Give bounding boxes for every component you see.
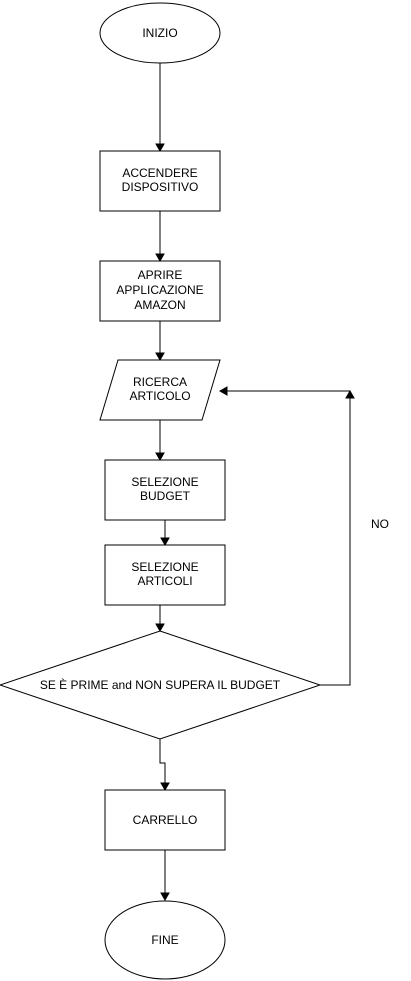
edge-start-to-power-on (155, 63, 165, 153)
budget-node[interactable]: SELEZIONE BUDGET (104, 459, 226, 521)
open-app-label-line-3: AMAZON (134, 298, 185, 312)
power-on-node[interactable]: ACCENDERE DISPOSITIVO (99, 150, 221, 212)
edge-open-app-to-search (155, 321, 165, 362)
edge-power-on-to-open-app (155, 211, 165, 263)
loop-no-label: NO (371, 517, 389, 531)
budget-label-line-2: BUDGET (140, 489, 191, 503)
start-node[interactable]: INIZIO (99, 2, 221, 64)
items-label-line-2: ARTICOLI (137, 574, 192, 588)
open-app-label-line-1: APRIRE (138, 268, 183, 282)
edge-items-to-decision (155, 605, 165, 633)
search-node[interactable]: RICERCA ARTICOLO (99, 359, 221, 421)
open-app-label-line-2: APPLICAZIONE (116, 283, 203, 297)
items-label-line-1: SELEZIONE (131, 560, 198, 574)
search-label-line-1: RICERCA (133, 375, 187, 389)
cart-node[interactable]: CARRELLO (104, 789, 226, 851)
start-label: INIZIO (142, 26, 177, 40)
end-label: FINE (151, 933, 178, 947)
decision-label: SE È PRIME and NON SUPERA IL BUDGET (40, 677, 281, 692)
edge-decision-to-cart (159, 739, 170, 792)
end-node[interactable]: FINE (104, 900, 226, 980)
items-node[interactable]: SELEZIONE ARTICOLI (104, 544, 226, 606)
decision-node[interactable]: SE È PRIME and NON SUPERA IL BUDGET (0, 630, 322, 740)
power-on-label-line-1: ACCENDERE (122, 166, 197, 180)
budget-label-line-1: SELEZIONE (131, 475, 198, 489)
edge-cart-to-end (160, 850, 170, 902)
edge-budget-to-items (160, 520, 170, 547)
search-label-line-2: ARTICOLO (129, 389, 190, 403)
cart-label: CARRELLO (133, 813, 198, 827)
edge-decision-no-loop (218, 386, 355, 686)
edge-search-to-budget (155, 420, 165, 462)
power-on-label-line-2: DISPOSITIVO (122, 180, 199, 194)
open-app-node[interactable]: APRIRE APPLICAZIONE AMAZON (99, 260, 221, 322)
